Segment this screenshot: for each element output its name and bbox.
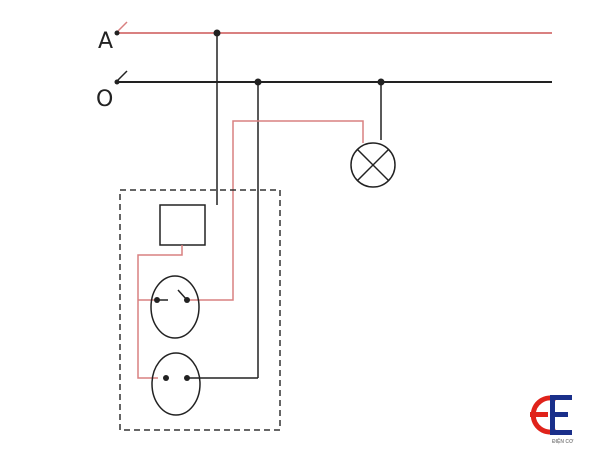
lamp-icon (350, 142, 396, 188)
neutral-line-O (114, 70, 552, 85)
dashed-box (119, 189, 281, 431)
brand-logo: ĐIỆN CƠ (530, 395, 574, 445)
socket-icon (151, 352, 201, 416)
phase-feed-wire (137, 245, 183, 379)
switch-icon (150, 275, 200, 339)
phase-line-A (114, 21, 552, 36)
phase-label: A (98, 29, 113, 54)
logo-tagline: ĐIỆN CƠ (552, 437, 574, 445)
switched-wire (188, 120, 364, 301)
fuse-icon (159, 204, 206, 246)
neutral-label: O (96, 87, 113, 112)
